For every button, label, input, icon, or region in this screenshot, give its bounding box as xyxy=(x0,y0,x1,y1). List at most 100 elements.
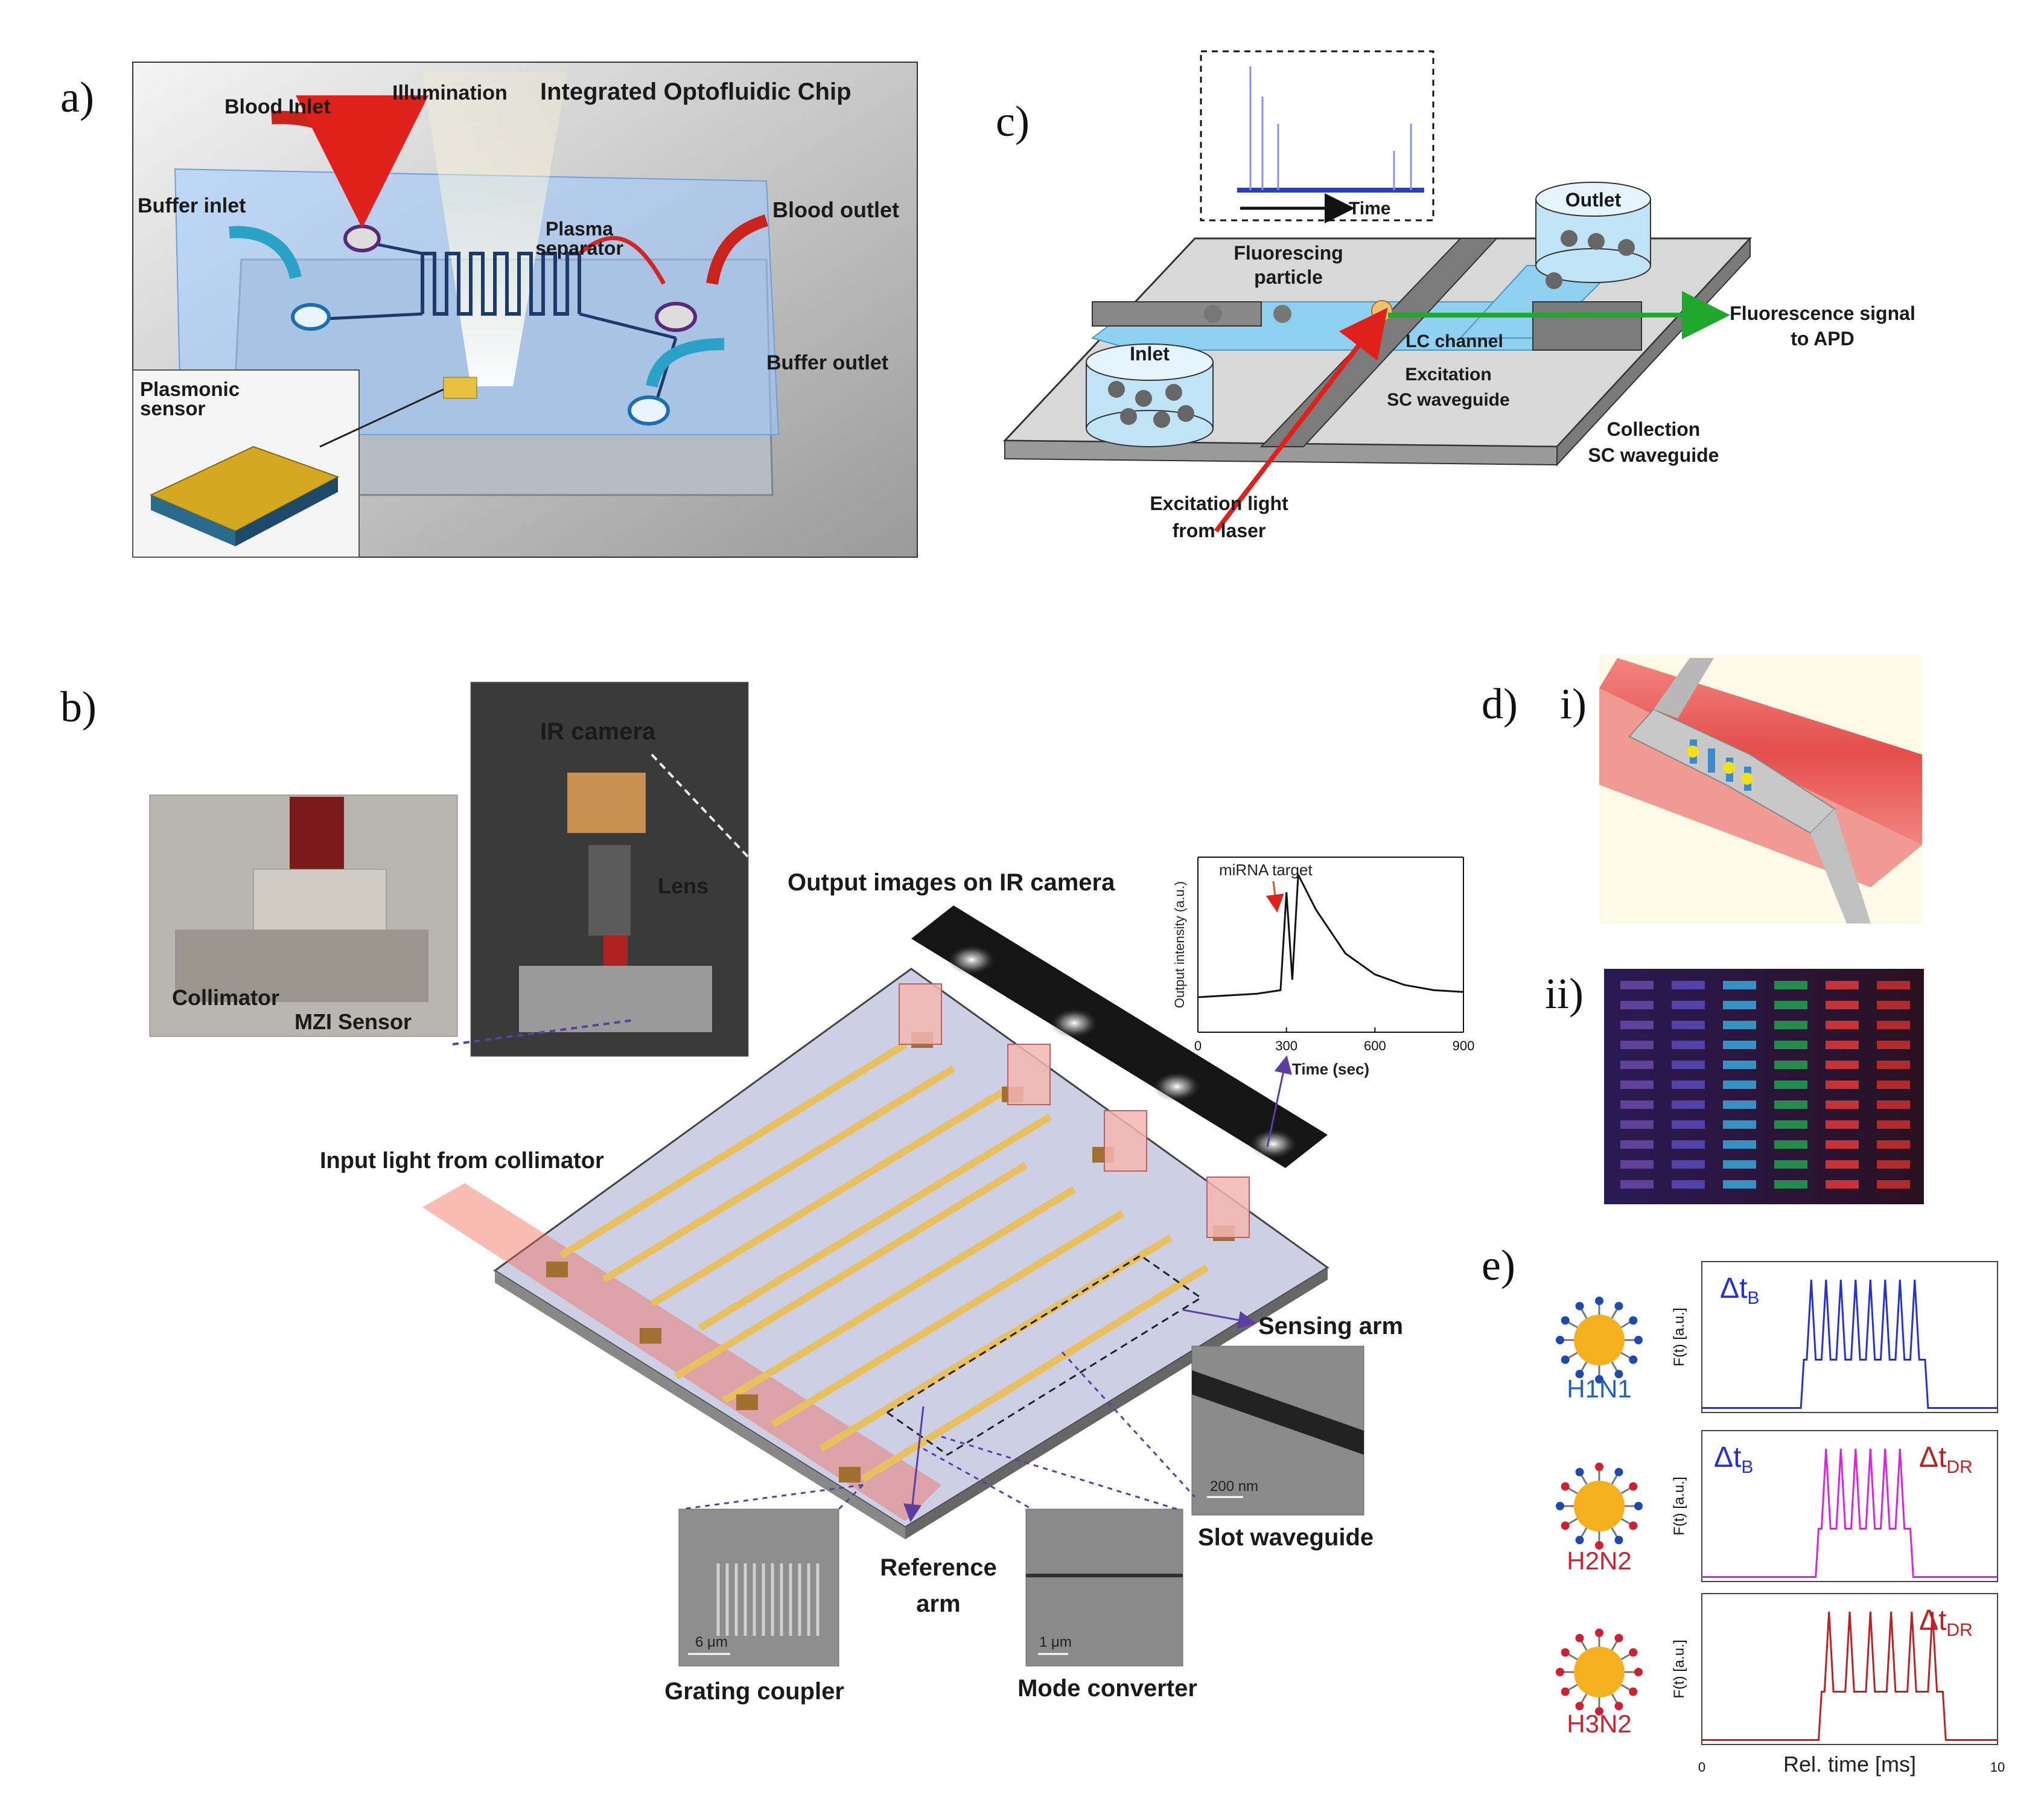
buffer-inlet-arrow xyxy=(229,226,302,279)
blood-outlet-arrow xyxy=(706,214,769,285)
virus-spike-tip xyxy=(1575,1467,1584,1476)
label-excitation-light-1: Excitation light xyxy=(1150,493,1288,514)
spectral-band xyxy=(1774,981,1807,989)
spectral-band xyxy=(1826,1001,1859,1009)
virus-spike-tip xyxy=(1595,1707,1603,1716)
label-blood-outlet: Blood outlet xyxy=(772,197,899,222)
mzi-waveguides xyxy=(559,1041,1209,1483)
label-time: Time xyxy=(1349,199,1390,219)
virus-spike-tip xyxy=(1595,1375,1603,1384)
spectral-band xyxy=(1877,1061,1910,1069)
inset-pointer xyxy=(319,388,444,448)
spectral-band xyxy=(1620,1001,1654,1009)
virus-icon-h2n2 xyxy=(1556,1463,1643,1550)
spectral-band xyxy=(1672,1140,1705,1149)
excitation-beam xyxy=(1214,307,1388,533)
virus-spike-tip xyxy=(1595,1541,1603,1550)
virus-spike-tip xyxy=(1614,1467,1623,1476)
mirna-tick-label: 300 xyxy=(1275,1038,1297,1053)
e-ylabel: F(t) [a.u.] xyxy=(1671,1639,1687,1698)
label-outlet: Outlet xyxy=(1565,189,1622,211)
label-reference-arm-1: Reference xyxy=(880,1554,996,1581)
spectral-band xyxy=(1723,1140,1756,1149)
spectral-band xyxy=(1774,1100,1807,1109)
spectral-band xyxy=(1774,1001,1807,1009)
spectral-band xyxy=(1826,1140,1859,1149)
buffer-outlet-arrow xyxy=(646,338,725,388)
mirna-tick-label: 900 xyxy=(1453,1038,1475,1053)
spectral-band xyxy=(1877,1120,1910,1129)
spectral-band xyxy=(1826,1041,1859,1049)
e-xlabel: Rel. time [ms] xyxy=(1783,1752,1916,1776)
e-ylabel: F(t) [a.u.] xyxy=(1671,1307,1687,1366)
virus-spike-tip xyxy=(1614,1536,1623,1545)
spectral-band xyxy=(1672,981,1705,989)
label-h3n2: H3N2 xyxy=(1567,1709,1631,1738)
port-buffer-outlet xyxy=(628,395,670,426)
spectral-band xyxy=(1620,1021,1654,1029)
blood-inlet-arrow xyxy=(271,95,428,228)
spectral-band xyxy=(1877,1140,1910,1149)
panel-label-d: d) xyxy=(1482,680,1518,728)
virus-spike-tip xyxy=(1556,1502,1564,1510)
virus-spike-tip xyxy=(1561,1355,1570,1364)
e-plot-frame xyxy=(1701,1261,1998,1413)
label-plasma-separator-2: separator xyxy=(535,237,623,259)
label-scale-200nm: 200 nm xyxy=(1210,1478,1258,1495)
label-sensing-arm: Sensing arm xyxy=(1258,1313,1403,1339)
spectral-band xyxy=(1723,1061,1756,1069)
label-fluorescing-1: Fluorescing xyxy=(1234,242,1343,264)
spectral-band xyxy=(1877,1160,1910,1169)
serpentine-channel xyxy=(421,252,581,316)
virus-spike-tip xyxy=(1629,1316,1638,1325)
panel-label-d-ii: ii) xyxy=(1545,969,1584,1018)
virus-spike-tip xyxy=(1561,1316,1570,1325)
virus-spike-tip xyxy=(1629,1482,1638,1491)
spectral-band xyxy=(1723,1180,1756,1189)
spectral-band xyxy=(1620,1081,1654,1089)
e-trace xyxy=(1702,1611,1998,1741)
sem-mode-converter xyxy=(1025,1508,1183,1667)
spectral-band xyxy=(1723,1041,1756,1049)
label-h2n2: H2N2 xyxy=(1567,1547,1631,1575)
fluorescing-particle xyxy=(1371,300,1393,322)
label-chip-title: Integrated Optofluidic Chip xyxy=(540,78,852,105)
label-mirna-target: miRNA target xyxy=(1219,861,1313,879)
e-trace xyxy=(1702,1279,1998,1409)
spectral-band xyxy=(1672,1021,1705,1029)
virus-spike-tip xyxy=(1556,1336,1564,1344)
virus-spike-tip xyxy=(1575,1702,1584,1711)
label-collection-1: Collection xyxy=(1607,418,1701,440)
label-excitation-wg-2: SC waveguide xyxy=(1387,390,1509,410)
time-trace-inset xyxy=(1200,50,1434,222)
spectral-band xyxy=(1826,1021,1859,1029)
spectral-image-background xyxy=(1604,969,1924,1204)
virus-spike-tip xyxy=(1575,1301,1584,1310)
spectral-band xyxy=(1620,981,1654,989)
label-scale-6um: 6 μm xyxy=(695,1634,728,1650)
virus-spike-tip xyxy=(1595,1629,1603,1637)
label-excitation-light-2: from laser xyxy=(1173,520,1266,541)
label-buffer-outlet: Buffer outlet xyxy=(766,351,888,374)
virus-spike-tip xyxy=(1614,1301,1623,1310)
plasma-channel xyxy=(578,235,666,285)
e-x-tick-0: 0 xyxy=(1698,1760,1705,1775)
virus-spike-tip xyxy=(1629,1648,1638,1657)
output-images-strip xyxy=(911,905,1328,1168)
spectral-band xyxy=(1620,1100,1654,1109)
spectral-band xyxy=(1826,1180,1859,1189)
spectral-band xyxy=(1620,1061,1654,1069)
spectral-band xyxy=(1672,1120,1705,1129)
virus-spike-tip xyxy=(1595,1463,1603,1471)
label-excitation-wg-1: Excitation xyxy=(1405,365,1491,385)
panel-label-a: a) xyxy=(60,73,94,121)
label-mirna-ylabel: Output intensity (a.u.) xyxy=(1172,881,1187,1008)
label-grating-coupler: Grating coupler xyxy=(664,1678,844,1705)
virus-spike-tip xyxy=(1629,1687,1638,1696)
label-mode-converter: Mode converter xyxy=(1017,1675,1197,1702)
virus-spike-tip xyxy=(1575,1633,1584,1642)
label-plasmonic-2: sensor xyxy=(140,397,205,420)
